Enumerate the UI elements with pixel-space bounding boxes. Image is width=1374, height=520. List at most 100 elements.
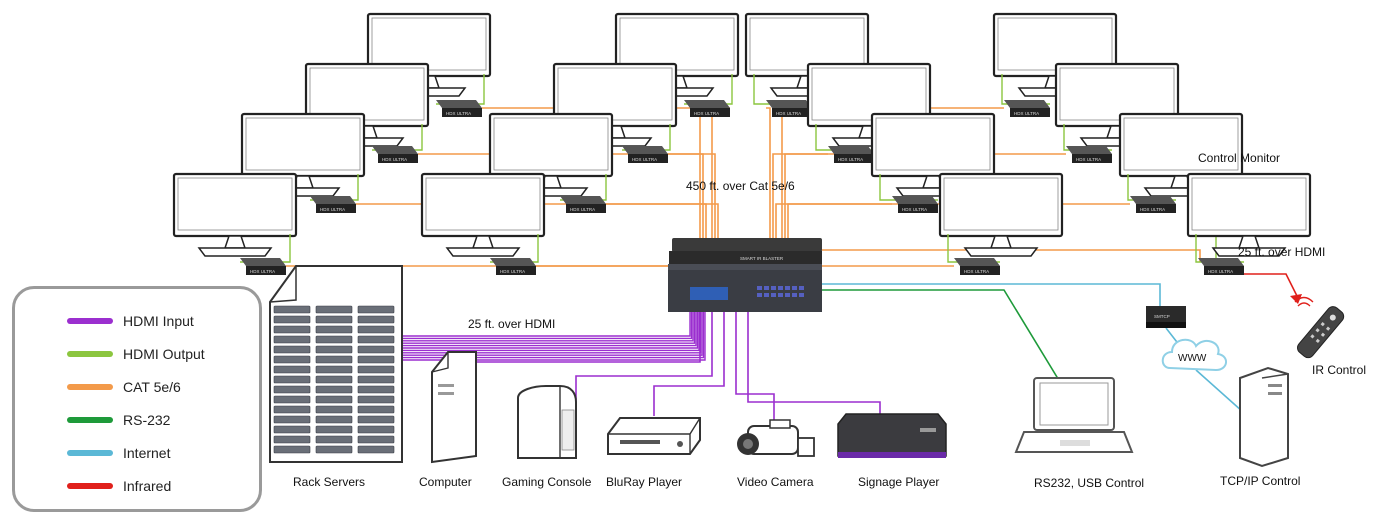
rs232-control-label: RS232, USB Control [1034,476,1144,490]
legend-label: HDMI Input [123,313,194,329]
hdx-ultra-extender: HDX ULTRA [1066,146,1112,163]
display-monitor: HDX ULTRA [992,12,1118,117]
hdmi-input-distance-label: 25 ft. over HDMI [468,317,555,331]
cat-distance-label: 450 ft. over Cat 5e/6 [686,179,795,193]
control-monitor: HDX ULTRA [1186,172,1312,275]
source-label-video-camera: Video Camera [737,475,814,489]
switch-buttons [757,286,804,297]
legend-item: HDMI Input [67,311,194,331]
ir-remote-icon [1297,306,1345,359]
extender-label: HDX ULTRA [320,207,345,212]
display-monitor: HDX ULTRA [938,172,1064,275]
ir-control-label: IR Control [1312,363,1366,377]
hdx-ultra-extender: HDX ULTRA [560,196,606,213]
display-monitor: HDX ULTRA [488,112,614,213]
extender-label: HDX ULTRA [1014,111,1039,116]
extender-label: HDX ULTRA [250,269,275,274]
extender-label: HDX ULTRA [500,269,525,274]
diagram-labels: 450 ft. over Cat 5e/6 25 ft. over HDMI 2… [468,151,1366,490]
legend-swatch [67,450,113,456]
extender-label: HDX ULTRA [776,111,801,116]
hdx-ultra-extender: HDX ULTRA [240,258,286,275]
extender-label: HDX ULTRA [632,157,657,162]
hdx-ultra-extender: HDX ULTRA [766,100,812,117]
hdx-ultra-extender: HDX ULTRA [828,146,874,163]
legend-label: Internet [123,445,171,461]
control-monitor-label: Control Monitor [1198,151,1280,165]
hdx-ultra-extender: HDX ULTRA [436,100,482,117]
extender-label: HDX ULTRA [1140,207,1165,212]
cat-cable-line [766,107,771,240]
legend-label: HDMI Output [123,346,205,362]
rack-servers-icon [269,265,403,463]
extender-label: HDX ULTRA [446,111,471,116]
extender-label: HDX ULTRA [382,157,407,162]
ir-signal-icon [1294,296,1314,307]
extender-label: HDX ULTRA [1208,269,1233,274]
hdx-ultra-extender: HDX ULTRA [684,100,730,117]
legend-swatch [67,384,113,390]
infrared-arrow [1290,294,1302,304]
smtcp-device: SMTCP [1146,306,1186,328]
hdx-ultra-extender: HDX ULTRA [372,146,418,163]
bluray-player-icon [607,417,701,455]
rs232-cable [822,289,1061,383]
cat-cable-line [668,153,716,240]
display-monitor: HDX ULTRA [614,12,740,117]
hdx-ultra-extender: HDX ULTRA [1130,196,1176,213]
legend-swatch [67,417,113,423]
internet-cloud: WWW [1161,338,1227,372]
gaming-console-icon [517,385,577,459]
display-monitor: HDX ULTRA [172,172,298,275]
extender-label: HDX ULTRA [838,157,863,162]
legend-swatch [67,318,113,324]
legend-item: RS-232 [67,410,170,430]
hdx-ultra-extender: HDX ULTRA [310,196,356,213]
www-label: WWW [1178,353,1207,364]
hdx-ultra-extender: HDX ULTRA [490,258,536,275]
tcpip-computer-icon [1239,366,1289,468]
tcpip-control-label: TCP/IP Control [1220,474,1300,488]
cat-cable-line [606,203,719,240]
legend-item: Infrared [67,476,171,496]
extender-label: HDX ULTRA [1076,157,1101,162]
legend-swatch [67,351,113,357]
legend-label: RS-232 [123,412,171,428]
legend-swatch [67,483,113,489]
hdx-ultra-extender: HDX ULTRA [1004,100,1050,117]
display-monitor: HDX ULTRA [420,172,546,275]
legend-item: CAT 5e/6 [67,377,181,397]
legend-item: HDMI Output [67,344,205,364]
source-labels: Rack Servers Computer Gaming Console BluRay… [293,475,939,489]
source-devices [269,265,947,464]
hdx-ultra-extender: HDX ULTRA [954,258,1000,275]
hdx-ultra-extender: HDX ULTRA [892,196,938,213]
display-monitor: HDX ULTRA [1118,112,1244,213]
hdx-ultra-extender: HDX ULTRA [622,146,668,163]
legend-label: Infrared [123,478,172,494]
legend-item: Internet [67,443,170,463]
signage-player-icon [837,413,947,458]
extender-label: HDX ULTRA [964,269,989,274]
legend-label: CAT 5e/6 [123,379,181,395]
smtcp-label: SMTCP [1154,314,1170,319]
extender-label: HDX ULTRA [694,111,719,116]
internet-cable [822,283,1161,306]
source-label-signage-player: Signage Player [858,475,939,489]
display-monitor: HDX ULTRA [304,62,430,163]
source-label-rack-servers: Rack Servers [293,475,365,489]
source-label-gaming-console: Gaming Console [502,475,592,489]
hdx-ultra-extender: HDX ULTRA [1198,258,1244,275]
matrix-switch: SMART IR BLASTER [668,238,822,312]
hdmi-control-distance-label: 25 ft. over HDMI [1238,245,1325,259]
display-wall: HDX ULTRA HDX ULTRA HDX ULTRA HDX ULTRA HDX … [172,12,1312,275]
switch-label: SMART IR BLASTER [740,256,784,261]
source-label-bluray-player: BluRay Player [606,475,682,489]
infrared-cable [1244,273,1299,299]
video-camera-icon [737,419,815,457]
laptop-icon [1014,377,1134,453]
display-monitor: HDX ULTRA [870,112,996,213]
source-label-computer: Computer [419,475,472,489]
